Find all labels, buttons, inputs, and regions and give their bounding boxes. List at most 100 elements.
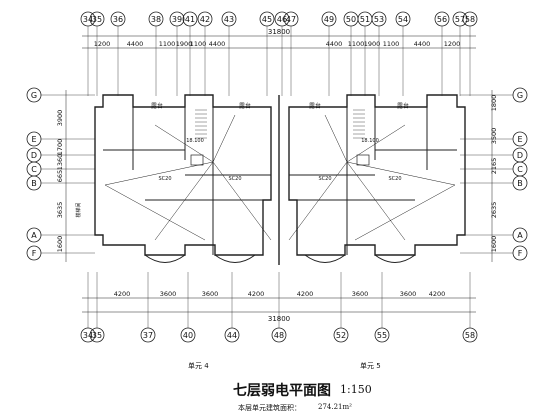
dim-bottom-2: 3600 (202, 290, 219, 298)
bay-window (304, 254, 346, 263)
dim-top-r-2: 1900 (364, 40, 381, 48)
conduit-tag: SC20 (228, 176, 241, 182)
equipment-box (190, 154, 204, 166)
axis-bottom-35-label: 35 (92, 331, 102, 340)
axis-top-35-label: 35 (92, 15, 102, 24)
dim-top-2: 1100 (159, 40, 176, 48)
dim-top-r-3: 1100 (383, 40, 400, 48)
conduit-line (104, 184, 206, 241)
axis-right-A-label: A (517, 231, 523, 240)
axis-top-45-label: 45 (262, 15, 272, 24)
axis-bottom-48-label: 48 (274, 331, 284, 340)
dim-right-1: 3500 (490, 128, 498, 145)
conduit-line (346, 161, 456, 186)
dim-bottom-7: 4200 (429, 290, 446, 298)
dim-bottom-4: 4200 (297, 290, 314, 298)
axis-left-A-label: A (31, 231, 37, 240)
unit-4-label: 单元 4 (188, 362, 209, 370)
dim-total-bottom: 31800 (268, 315, 290, 323)
stair-label: 楼梯间 (75, 202, 82, 217)
dim-top-r-5: 1200 (444, 40, 461, 48)
drawing-scale: 1:150 (340, 383, 372, 396)
dim-right-2: 2165 (490, 158, 498, 175)
dim-left-3: 665 (56, 170, 64, 182)
axis-left-C-label: C (31, 165, 37, 174)
axis-bottom-34-label: 34 (83, 331, 93, 340)
axis-bottom-40-label: 40 (183, 331, 193, 340)
axis-top-58-label: 58 (465, 15, 475, 24)
axis-bottom-52-label: 52 (336, 331, 346, 340)
axis-left-B-label: B (31, 179, 37, 188)
dim-bottom-5: 3600 (352, 290, 369, 298)
conduit-line (154, 124, 214, 163)
dim-bottom-3: 4200 (248, 290, 265, 298)
axis-bottom-55-label: 55 (377, 331, 387, 340)
axis-top-41-label: 41 (185, 15, 195, 24)
conduit-tag: SC20 (158, 176, 171, 182)
axis-top-49-label: 49 (324, 15, 334, 24)
axis-top-46-label: 46 (277, 15, 287, 24)
bay-window (214, 254, 256, 263)
equipment-box (356, 154, 370, 166)
conduit-line (324, 114, 348, 163)
axis-top-47-label: 47 (286, 15, 296, 24)
conduit-line (212, 161, 272, 241)
axis-top-54-label: 54 (398, 15, 408, 24)
axis-top-57-label: 57 (455, 15, 465, 24)
axis-top-38-label: 38 (151, 15, 161, 24)
axis-top-50-label: 50 (346, 15, 356, 24)
dim-top-r-0: 4400 (326, 40, 343, 48)
area-value: 274.21m² (318, 403, 352, 411)
axis-right-B-label: B (517, 179, 523, 188)
dim-bottom-0: 4200 (114, 290, 131, 298)
elev-mark: 18.100 (361, 138, 379, 144)
dim-top-5: 4400 (209, 40, 226, 48)
dim-top-1: 4400 (127, 40, 144, 48)
axis-right-F-label: F (518, 249, 523, 258)
dim-right-0: 1800 (490, 95, 498, 112)
axis-left-G-label: G (31, 91, 37, 100)
axis-top-42-label: 42 (200, 15, 210, 24)
conduit-tag: SC20 (318, 176, 331, 182)
elev-mark: 18.100 (186, 138, 204, 144)
dim-bottom-1: 3600 (160, 290, 177, 298)
axis-bottom-58-label: 58 (465, 331, 475, 340)
conduit-line (354, 184, 456, 241)
axis-left-F-label: F (32, 249, 37, 258)
axis-right-E-label: E (517, 135, 522, 144)
dim-left-2: 1360 (56, 154, 64, 171)
unit-5-label: 单元 5 (360, 362, 381, 370)
area-label: 本层单元建筑面积： (238, 404, 301, 412)
dim-top-r-4: 4400 (414, 40, 431, 48)
axis-bottom-44-label: 44 (227, 331, 237, 340)
axis-top-53-label: 53 (374, 15, 384, 24)
axis-top-51-label: 51 (360, 15, 370, 24)
drawing-title: 七层弱电平面图 (233, 383, 331, 399)
axis-top-36-label: 36 (113, 15, 123, 24)
dim-top-3: 1900 (176, 40, 193, 48)
bay-window (144, 254, 186, 263)
axis-bottom-37-label: 37 (143, 331, 153, 340)
axis-right-D-label: D (517, 151, 523, 160)
axis-right-G-label: G (517, 91, 523, 100)
dim-left-1: 1700 (56, 139, 64, 156)
axis-top-43-label: 43 (224, 15, 234, 24)
conduit-line (104, 161, 214, 186)
axis-left-D-label: D (31, 151, 37, 160)
conduit-line (346, 161, 406, 241)
axis-left-E-label: E (31, 135, 36, 144)
dim-total-top: 31800 (268, 28, 290, 36)
axis-top-39-label: 39 (172, 15, 182, 24)
dim-bottom-6: 3600 (400, 290, 417, 298)
conduit-line (288, 161, 348, 241)
dim-left-4: 3635 (56, 202, 64, 219)
dim-left-5: 1600 (56, 236, 64, 253)
conduit-line (212, 114, 236, 163)
bay-window (374, 254, 416, 263)
axis-top-34-label: 34 (83, 15, 93, 24)
dim-top-0: 1200 (94, 40, 111, 48)
room-balcony-label: 露台 (151, 102, 163, 110)
room-balcony-label: 露台 (397, 102, 409, 110)
